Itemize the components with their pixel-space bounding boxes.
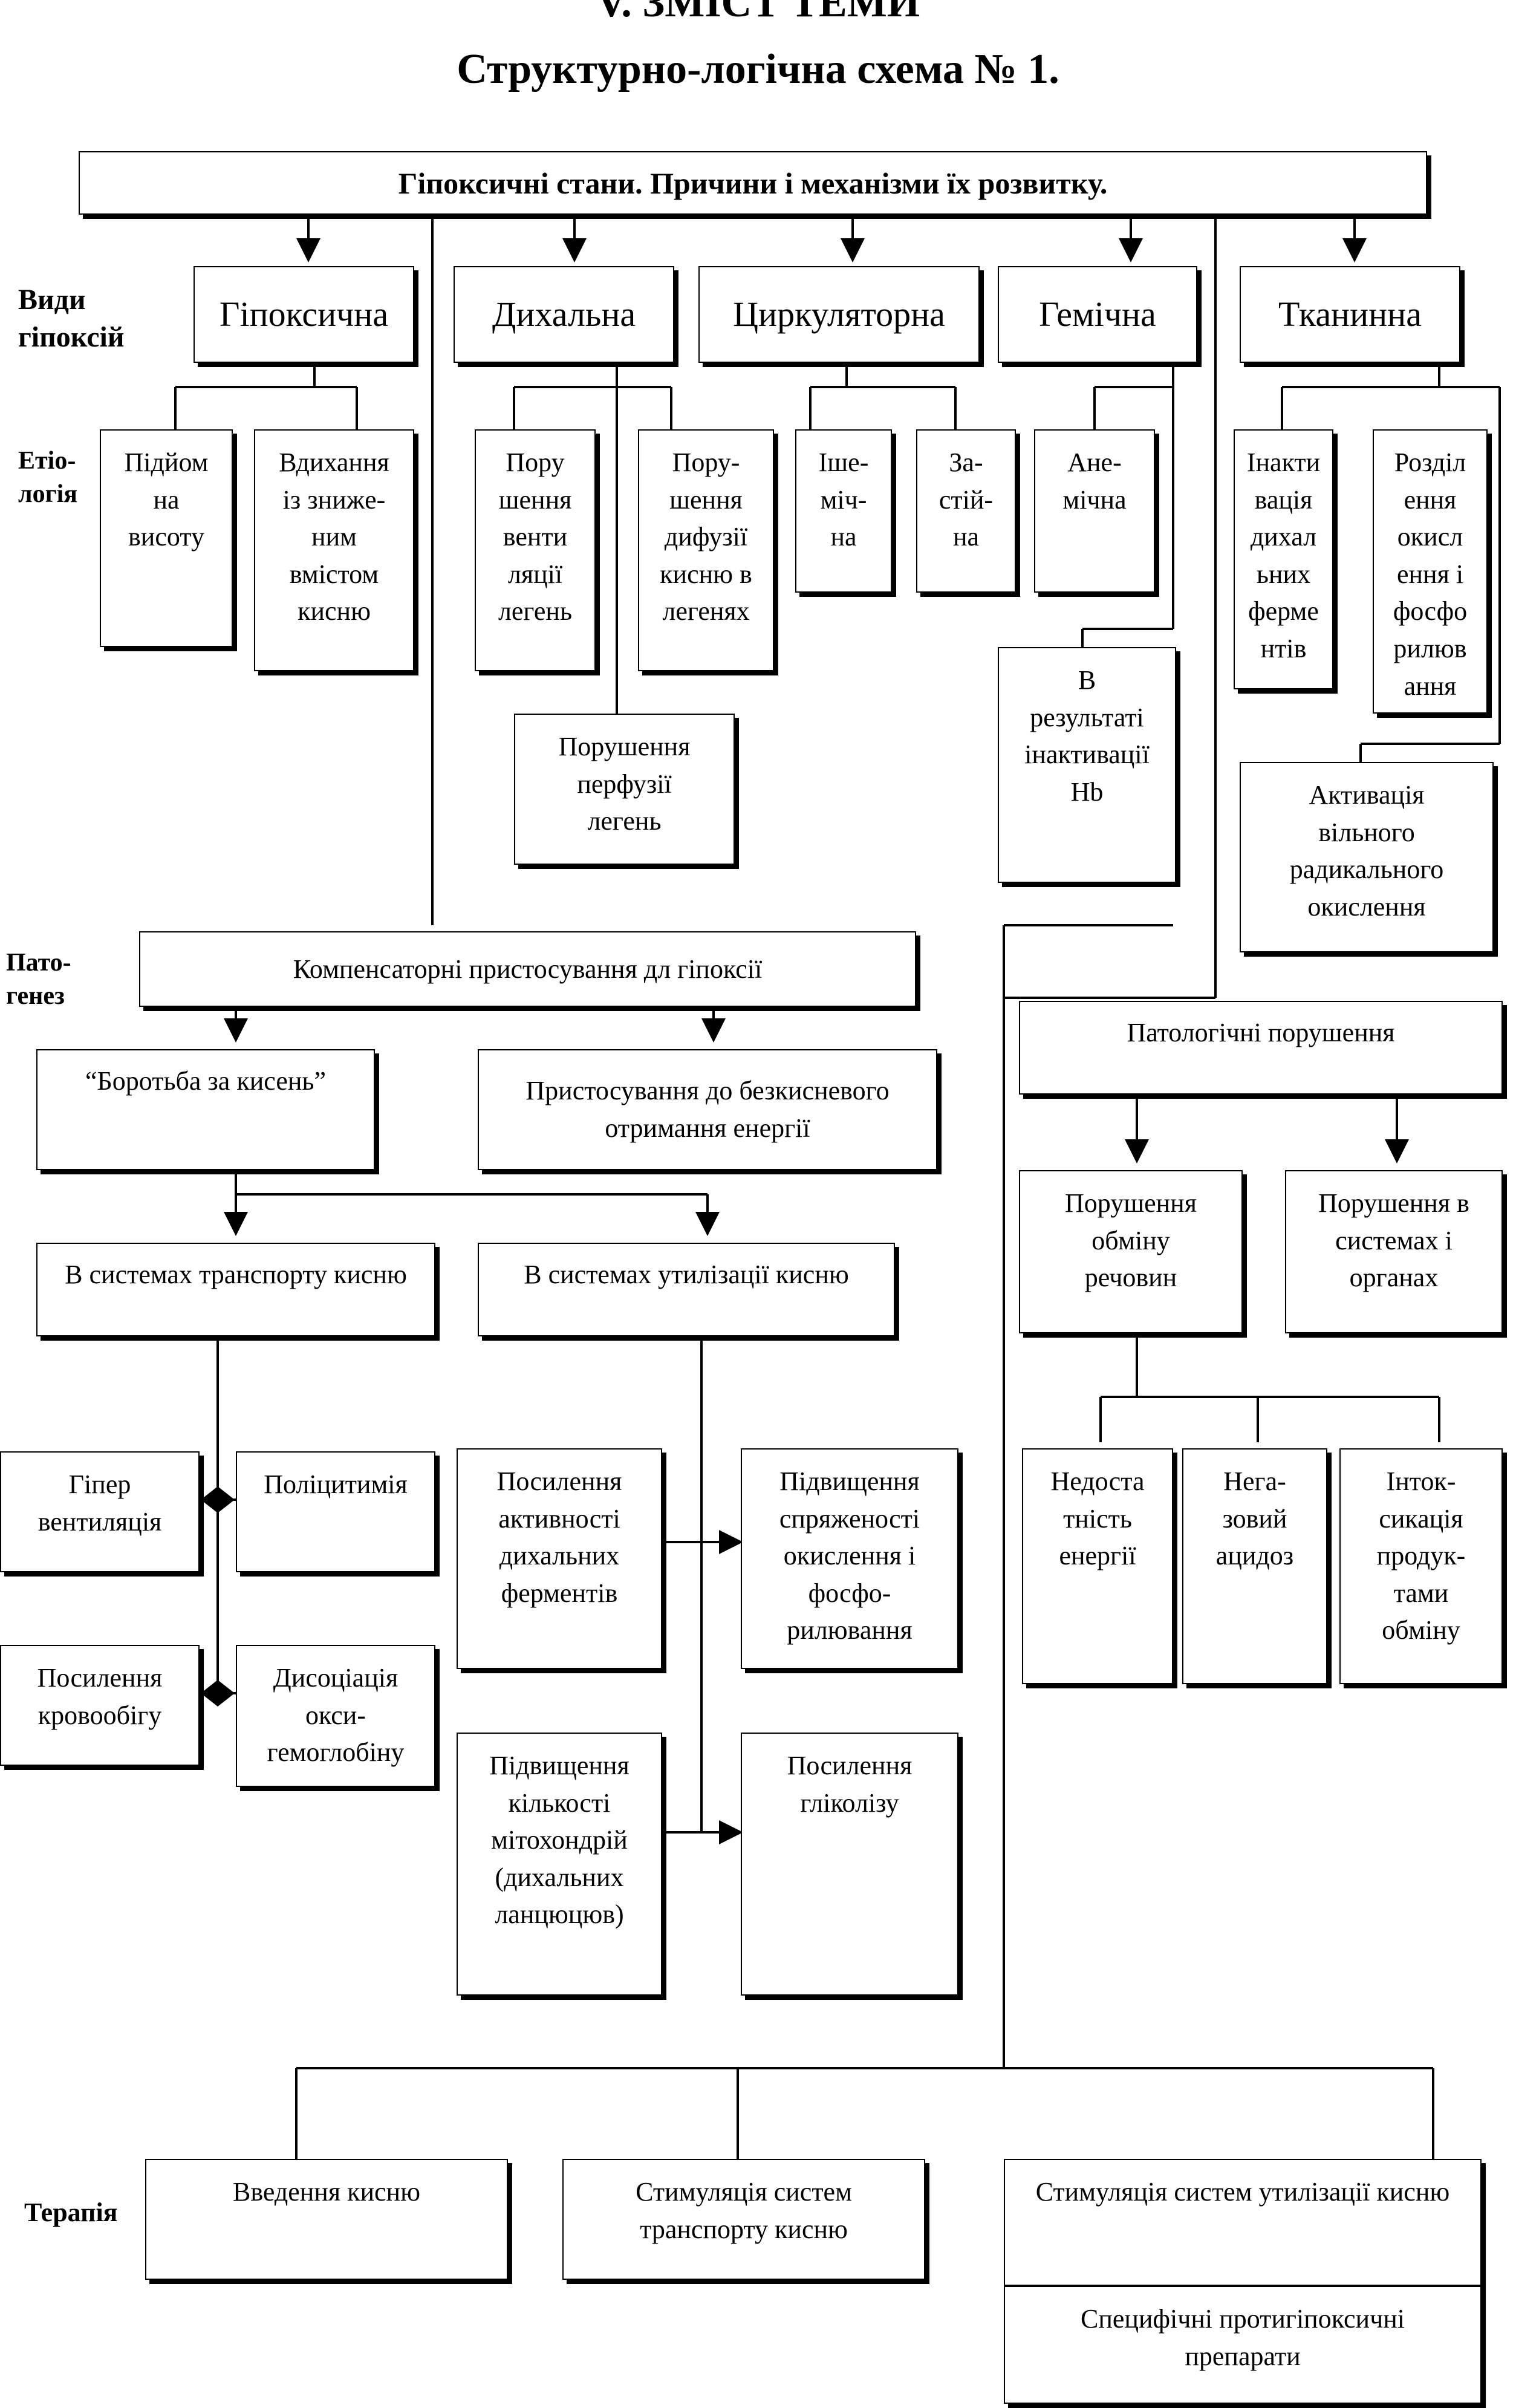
label-pathogenesis: Пато- генез [6,949,71,1010]
label-types: Види гіпоксій [18,284,125,354]
root-box: Гіпоксичні стани. Причини і механізми їх… [79,151,1427,215]
type-hypoxic: Гіпоксична [194,266,414,363]
utilization-systems: В системах утилізації кисню [478,1243,895,1336]
therapy-oxygen: Введення кисню [145,2159,508,2280]
therapy-utilization-stimulation: Стимуляція систем утилізації кисню [1004,2159,1482,2286]
type-respiratory: Дихальна [454,266,674,363]
nongas-acidosis: Нега- зовий ацидоз [1182,1448,1327,1684]
compensatory-box: Компенсаторні пристосування дл гіпоксії [139,931,916,1007]
polycythemia: Поліцитимія [236,1451,435,1572]
etiology-ischemic: Іше- міч- на [795,429,892,593]
oxyhemoglobin-dissociation: Дисоціація окси- гемоглобіну [236,1645,435,1787]
etiology-low-o2: Вдихання із знижe- ним вмістом кисню [254,429,414,671]
type-hemic: Гемічна [998,266,1197,363]
transport-systems: В системах транспорту кисню [36,1243,435,1336]
label-therapy: Терапія [24,2198,118,2227]
etiology-ventilation: Пору шення венти ляції легень [475,429,596,671]
etiology-hb-inactivation: В результаті інактивації Hb [998,647,1176,883]
etiology-free-radical: Активація вільного радикального окисленн… [1240,762,1494,952]
pathological-disorders: Патологічні порушення [1019,1001,1503,1095]
etiology-anemic: Ане- мічна [1034,429,1155,593]
label-etiology: Етіо- логія [18,447,78,508]
type-circulatory: Циркуляторна [698,266,980,363]
etiology-perfusion: Порушення перфузії легень [514,714,735,865]
etiology-stagnant: За- стій- на [916,429,1016,593]
etiology-enzyme-inactivation: Інакти вація дихал ьних ферме нтів [1234,429,1333,689]
hyperventilation: Гіпер вентиляція [0,1451,200,1572]
coupling-increase: Підвищення спряженості окислення і фосфо… [741,1448,958,1669]
section-title: V. ЗМІСТ ТЕМИ [596,0,920,26]
therapy-transport-stimulation: Стимуляція систем транспорту кисню [562,2159,925,2280]
metabolism-disorders: Порушення обміну речовин [1019,1170,1243,1333]
etiology-altitude: Підйом на висоту [100,429,233,647]
etiology-diffusion: Пору- шення дифузії кисню в легенях [638,429,774,671]
therapy-antihypoxants: Специфічні протигіпоксичні препарати [1004,2286,1482,2404]
energy-deficit: Недоста тність енергії [1022,1448,1173,1684]
scheme-title: Структурно-логічна схема № 1. [457,46,1059,93]
circulation-increase: Посилення кровообігу [0,1645,200,1766]
etiology-uncoupling: Розділ ення окисл ення і фосфо рилюв анн… [1373,429,1488,714]
enzyme-activity: Посилення активності дихальних ферментів [457,1448,662,1669]
glycolysis-increase: Посилення гліколізу [741,1733,958,1996]
systems-organs-disorders: Порушення в системах і органах [1285,1170,1503,1333]
type-tissue: Тканинна [1240,266,1460,363]
fight-for-oxygen: “Боротьба за кисень” [36,1049,375,1170]
metabolic-intoxication: Інток- сикація продук- тами обміну [1339,1448,1503,1684]
mitochondria-increase: Підвищення кількості мітохондрій (дихаль… [457,1733,662,1996]
anaerobic-adaptation: Пристосування до безкисневого отримання … [478,1049,937,1170]
